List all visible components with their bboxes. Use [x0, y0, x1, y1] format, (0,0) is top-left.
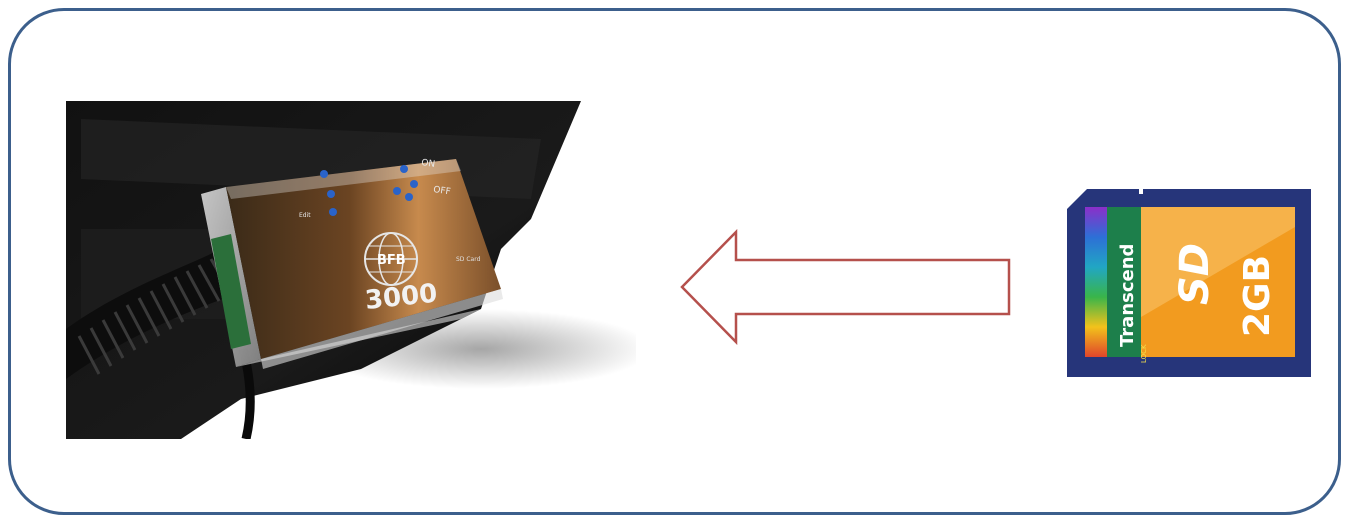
transcend-sd-card-2gb: Transcend LOCK SD 2GB	[1063, 187, 1313, 379]
switch-on-label: ON	[421, 158, 436, 170]
slide-frame: ON OFF Edit BFB 3000 SD Card	[8, 8, 1341, 515]
card-lock-label: LOCK	[1140, 344, 1148, 363]
bfb-3000-device-photo: ON OFF Edit BFB 3000 SD Card	[61, 99, 636, 439]
edit-button-label: Edit	[299, 212, 311, 219]
sd-card-slot-label: SD Card	[456, 256, 481, 263]
sd-logo: SD	[1172, 243, 1218, 305]
card-brand: Transcend	[1117, 244, 1138, 347]
card-capacity: 2GB	[1237, 255, 1278, 337]
logo-text: BFB	[377, 253, 406, 268]
insert-arrow-left	[679, 229, 1019, 345]
